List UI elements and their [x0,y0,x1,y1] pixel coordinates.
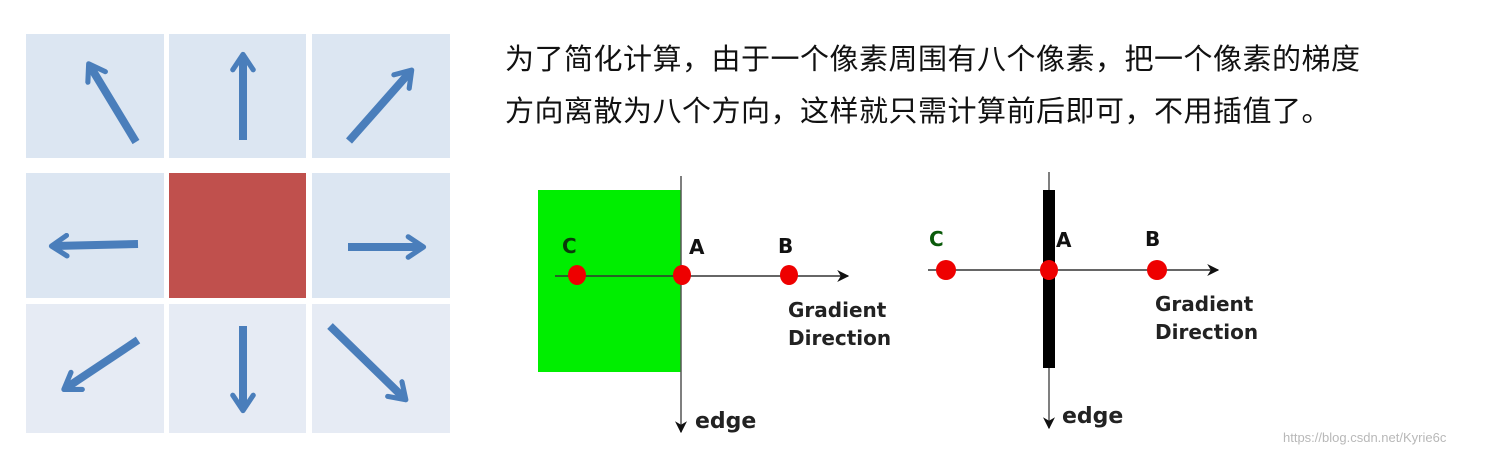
point-a [673,265,691,285]
point-c [568,265,586,285]
arrow-left-icon [48,232,139,259]
arrow-up-left-icon [85,61,140,145]
label-b: B [1145,227,1160,251]
label-a: A [1056,228,1072,252]
point-c [936,260,956,280]
grid-cell-right [312,173,450,298]
label-c: C [929,227,944,251]
edge-label: edge [695,409,756,434]
point-b [780,265,798,285]
grid-cell-down [169,304,306,433]
label-a: A [689,235,705,259]
label-c: C [562,234,577,258]
grid-cell-up-right [312,34,450,158]
grid-cell-up [169,34,306,158]
gradient-label-1: Gradient [788,298,887,322]
edge-label: edge [1062,404,1123,429]
grid-cell-up-left [26,34,164,158]
arrow-down-left-icon [61,336,141,392]
arrow-up-right-icon [346,67,415,144]
edge-diagram-line: C A B Gradient Direction edge [928,172,1258,430]
direction-grid [26,34,450,433]
grid-cell-left [26,173,164,298]
description-line-1: 为了简化计算，由于一个像素周围有八个像素，把一个像素的梯度 [505,42,1361,76]
description-line-2: 方向离散为八个方向，这样就只需计算前后即可，不用插值了。 [505,94,1332,128]
point-a [1040,260,1058,280]
point-b [1147,260,1167,280]
green-region [538,190,681,372]
watermark: https://blog.csdn.net/Kyrie6c [1283,430,1447,445]
gradient-label-1: Gradient [1155,292,1254,316]
grid-cell-center-pixel [169,173,306,298]
gradient-label-2: Direction [1155,320,1258,344]
edge-diagram-step: C A B Gradient Direction edge [538,176,891,434]
arrow-down-right-icon [327,323,409,403]
label-b: B [778,234,793,258]
gradient-label-2: Direction [788,326,891,350]
